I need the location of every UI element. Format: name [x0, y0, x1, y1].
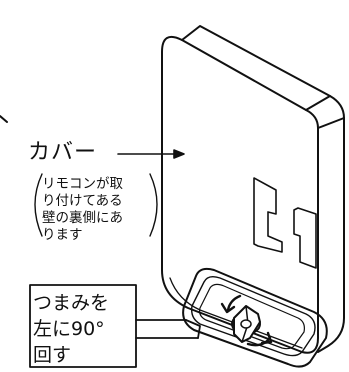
- cover-leader: [117, 149, 185, 159]
- cover-label: カバー: [28, 140, 98, 165]
- rotation-arrow-right-icon: [246, 336, 272, 347]
- cover-note-line-4: ります: [42, 227, 83, 243]
- instruction-line-2: 左に90°: [33, 318, 105, 340]
- cover-body: [161, 25, 345, 354]
- rotation-arrow-left-icon: [226, 294, 242, 312]
- instruction-text: つまみを 左に90° 回す: [33, 290, 109, 368]
- cover-note-line-2: り付けてある: [42, 193, 123, 209]
- edge-tick: [0, 115, 8, 123]
- cover-note-line-3: 壁の裏側にあ: [42, 210, 123, 226]
- rotation-arrows: [220, 294, 273, 347]
- side-cutouts: [253, 177, 317, 269]
- note-brackets: [34, 173, 158, 237]
- dial-housing: [182, 267, 328, 368]
- knob-icon: [231, 305, 261, 343]
- instruction-line-3: 回す: [33, 344, 72, 366]
- instruction-box: [29, 284, 201, 368]
- instruction-line-1: つまみを: [33, 292, 110, 314]
- cover-note-line-1: リモコンが取: [42, 176, 123, 192]
- cover-note: リモコンが取 り付けてある 壁の裏側にあ ります: [42, 176, 123, 244]
